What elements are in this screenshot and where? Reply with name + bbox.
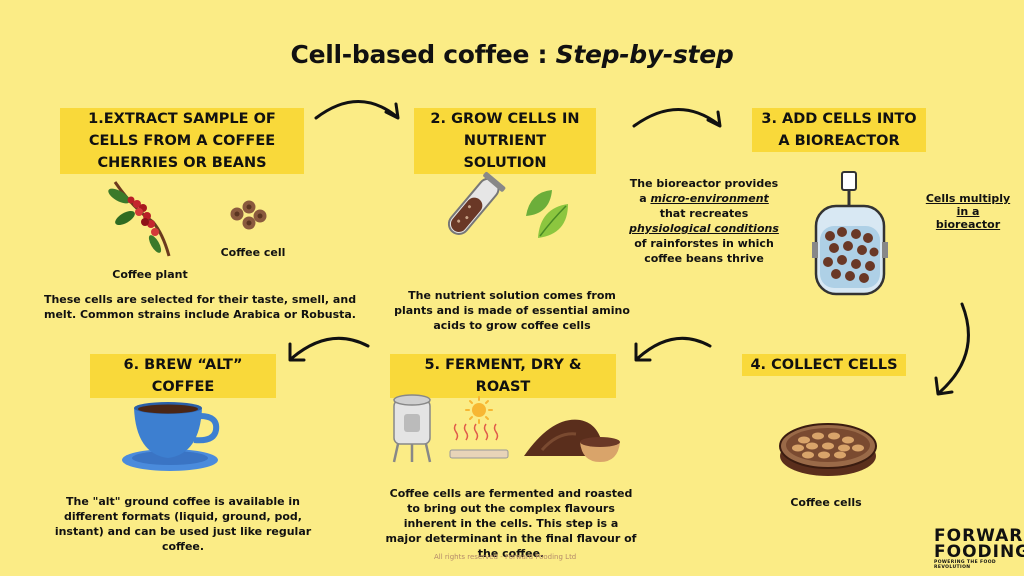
coffee-cell-icon bbox=[225, 198, 271, 234]
step-2-heading: 2. GROW CELLS IN NUTRIENT SOLUTION bbox=[414, 108, 596, 174]
title-subtitle: Step-by-step bbox=[555, 40, 734, 69]
step-3-text: The bioreactor provides a micro-environm… bbox=[629, 177, 779, 265]
drying-sun-icon bbox=[446, 396, 512, 464]
arrow-5-to-6-icon bbox=[284, 330, 372, 364]
arrow-1-to-2-icon bbox=[312, 92, 404, 126]
coffee-cells-label: Coffee cells bbox=[790, 496, 862, 509]
micro-environment-link[interactable]: micro-environment bbox=[650, 192, 769, 205]
leaf-icon bbox=[522, 186, 574, 242]
petri-dish-icon bbox=[776, 412, 880, 482]
title-main: Cell-based coffee bbox=[290, 40, 530, 69]
coffee-plant-label: Coffee plant bbox=[112, 268, 188, 281]
test-tube-icon bbox=[436, 168, 506, 248]
arrow-3-to-4-icon bbox=[930, 300, 978, 400]
step-5-heading: 5. FERMENT, DRY & ROAST bbox=[390, 354, 616, 398]
physiological-conditions-link[interactable]: physiological conditions bbox=[629, 222, 779, 235]
coffee-cell-label: Coffee cell bbox=[220, 246, 286, 259]
logo-line-2: FOODING bbox=[934, 542, 1024, 562]
step-2-text: The nutrient solution comes from plants … bbox=[394, 289, 630, 332]
title-separator: : bbox=[529, 40, 556, 69]
page-title: Cell-based coffee : Step-by-step bbox=[0, 40, 1024, 69]
step-6-text: The "alt" ground coffee is available in … bbox=[54, 495, 312, 553]
arrow-4-to-5-icon bbox=[630, 330, 714, 364]
step-1-heading: 1.EXTRACT SAMPLE OF CELLS FROM A COFFEE … bbox=[60, 108, 304, 174]
forward-fooding-logo: FORWARD FOODING POWERING THE FOOD REVOLU… bbox=[934, 526, 1024, 571]
step-5-text: Coffee cells are fermented and roasted t… bbox=[385, 487, 637, 560]
arrow-2-to-3-icon bbox=[630, 100, 726, 134]
step-4-heading: 4. COLLECT CELLS bbox=[742, 354, 906, 376]
coffee-plant-icon bbox=[103, 178, 175, 260]
copyright-footer: All rights reserved - Forward Fooding Lt… bbox=[434, 553, 577, 561]
fermentation-tank-icon bbox=[388, 392, 436, 464]
roasted-coffee-icon bbox=[522, 410, 622, 464]
step-6-heading: 6. BREW “ALT” COFFEE bbox=[90, 354, 276, 398]
bioreactor-icon bbox=[808, 170, 892, 302]
step-3-heading: 3. ADD CELLS INTO A BIOREACTOR bbox=[752, 108, 926, 152]
step-3-side-note: Cells multiply in a bioreactor bbox=[925, 192, 1011, 231]
step-1-text: These cells are selected for their taste… bbox=[43, 293, 357, 321]
logo-line-1: FORWARD bbox=[934, 526, 1024, 546]
coffee-cup-icon bbox=[118, 398, 222, 474]
logo-tagline: POWERING THE FOOD REVOLUTION bbox=[934, 560, 997, 570]
